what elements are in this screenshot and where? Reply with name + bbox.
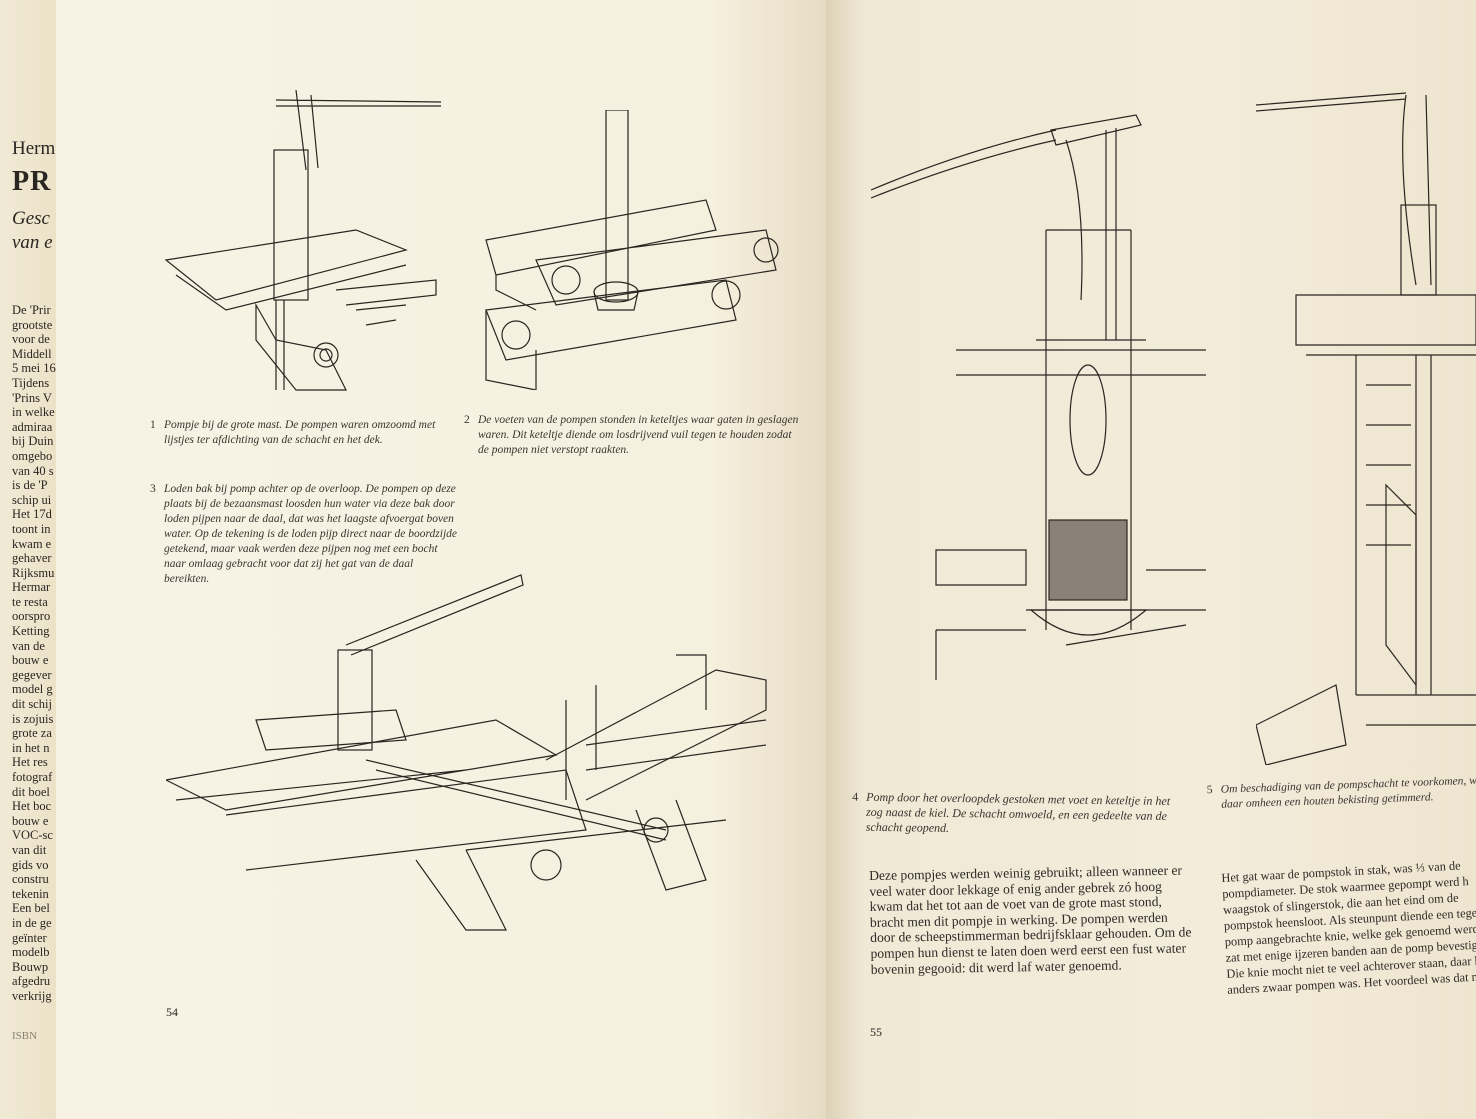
flap-text-line: kwam e bbox=[12, 536, 52, 551]
body-text-pompjes: Deze pompjes werden weinig gebruikt; all… bbox=[869, 862, 1192, 977]
caption-text: De voeten van de pompen stonden in ketel… bbox=[478, 414, 799, 456]
right-page: 4 Pomp door het overloopdek gestoken met … bbox=[826, 0, 1476, 1119]
caption-text: Loden bak bij pomp achter op de overloop… bbox=[164, 483, 457, 585]
flap-text-line: 'Prins V bbox=[12, 390, 52, 405]
flap-text-line: is zojuis bbox=[12, 711, 54, 726]
flap-text-line: Ketting bbox=[12, 624, 50, 639]
caption-number: 5 bbox=[1206, 784, 1213, 797]
flap-text-line: gehaver bbox=[12, 551, 52, 566]
flap-text-line: tekenin bbox=[12, 886, 49, 901]
flap-text-line: Het 17d bbox=[12, 507, 52, 522]
flap-text-line: 5 mei 16 bbox=[12, 361, 56, 376]
flap-text-line: verkrijg bbox=[12, 988, 52, 1003]
figure-1-pump-drawing bbox=[164, 90, 442, 391]
flap-text-line: afgedru bbox=[12, 974, 51, 989]
flap-text-line: is de 'P bbox=[12, 478, 48, 493]
flap-text-line: van dit bbox=[12, 842, 47, 857]
flap-text-line: toont in bbox=[12, 521, 51, 536]
flap-text-line: Tijdens bbox=[12, 375, 50, 390]
author-name: Herm bbox=[12, 138, 56, 159]
caption-1: 1 Pompje bij de grote mast. De pompen war… bbox=[150, 418, 464, 448]
flap-text-line: Het res bbox=[12, 755, 48, 770]
flap-text-line: voor de bbox=[12, 332, 50, 347]
figure-5-pump-casing-drawing bbox=[1256, 92, 1476, 765]
flap-text-line: VOC-sc bbox=[12, 828, 53, 843]
flap-text-line: bouw e bbox=[12, 813, 49, 828]
caption-3: 3 Loden bak bij pomp achter op de overloo… bbox=[150, 482, 459, 587]
isbn-label: ISBN bbox=[12, 1030, 38, 1042]
flap-text-line: constru bbox=[12, 872, 49, 887]
flap-text-line: modelb bbox=[12, 945, 50, 960]
caption-text: Pomp door het overloopdek gestoken met v… bbox=[865, 789, 1171, 835]
flap-text-line: Het boc bbox=[12, 799, 52, 814]
flap-text-line: van 40 s bbox=[12, 463, 54, 478]
page-number-55: 55 bbox=[870, 1025, 882, 1039]
flap-text-line: te resta bbox=[12, 594, 48, 609]
flap-text-line: bouw e bbox=[12, 653, 49, 668]
caption-number: 2 bbox=[464, 414, 470, 426]
body-text-pompstok: Het gat waar de pompstok in stak, was ⅓ … bbox=[1221, 858, 1476, 997]
caption-text: Pompje bij de grote mast. De pompen ware… bbox=[164, 419, 436, 446]
flap-text-line: schip ui bbox=[12, 492, 52, 507]
flap-text-line: Een bel bbox=[12, 901, 50, 916]
subtitle-line-2: van e bbox=[12, 232, 53, 253]
flap-text-line: in de ge bbox=[12, 915, 52, 930]
subtitle-line-1: Gesc bbox=[12, 208, 50, 229]
left-page: 1 Pompje bij de grote mast. De pompen war… bbox=[56, 0, 826, 1119]
flap-text-line: grote za bbox=[12, 726, 52, 741]
flap-text-line: Hermar bbox=[12, 580, 51, 595]
flap-text-line: dit boel bbox=[12, 784, 50, 799]
flap-text-line: De 'Prir bbox=[12, 303, 51, 317]
book-title: PR bbox=[12, 166, 52, 197]
flap-text-line: fotograf bbox=[12, 770, 53, 784]
flap-text-line: geïnter bbox=[12, 930, 47, 945]
flap-text-line: in het n bbox=[12, 740, 50, 755]
caption-number: 4 bbox=[852, 789, 859, 804]
flap-text-line: van de bbox=[12, 638, 45, 653]
page-number-54: 54 bbox=[166, 1005, 178, 1019]
flap-text-line: admiraa bbox=[12, 419, 53, 434]
caption-4: 4 Pomp door het overloopdek gestoken met … bbox=[852, 789, 1187, 839]
flap-text-line: omgebo bbox=[12, 448, 53, 463]
flap-text-line: in welke bbox=[12, 405, 55, 420]
caption-number: 3 bbox=[150, 483, 156, 495]
flap-text-line: gegever bbox=[12, 667, 52, 682]
flap-text-line: grootste bbox=[12, 317, 53, 332]
figure-2-pump-foot-drawing bbox=[485, 110, 779, 390]
figure-3-lead-box-drawing bbox=[166, 574, 767, 931]
flap-text-line: Bouwp bbox=[12, 959, 49, 974]
flap-text-line: oorspro bbox=[12, 609, 51, 624]
caption-2: 2 De voeten van de pompen stonden in kete… bbox=[464, 413, 803, 458]
flap-text-line: model g bbox=[12, 682, 53, 697]
flap-text-line: Middell bbox=[12, 346, 52, 361]
figure-4-pump-through-deck-drawing bbox=[870, 114, 1206, 680]
caption-5: 5 Om beschadiging van de pompschacht te v… bbox=[1207, 773, 1476, 812]
flap-text-line: dit schij bbox=[12, 697, 52, 712]
flap-text-line: bij Duin bbox=[12, 434, 54, 449]
flap-text-line: gids vo bbox=[12, 857, 49, 872]
caption-text: Om beschadiging van de pompschacht te vo… bbox=[1220, 774, 1476, 811]
caption-number: 1 bbox=[150, 419, 156, 431]
flap-text-line: Rijksmu bbox=[12, 565, 55, 580]
